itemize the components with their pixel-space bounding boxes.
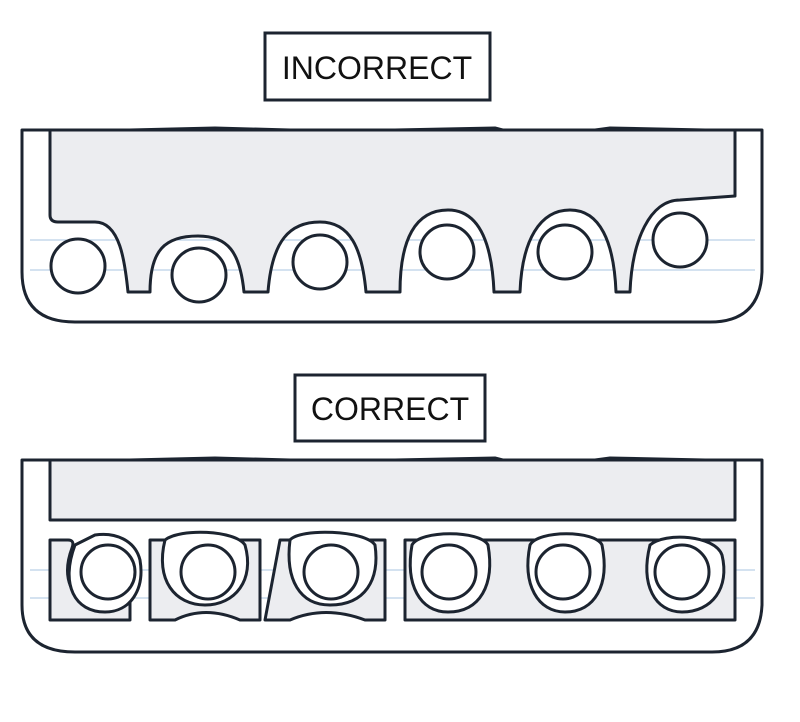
correct-knuckle-6 [653,543,711,601]
incorrect-knuckle-5 [536,223,594,281]
correct-knuckle-5 [534,543,592,601]
incorrect-label-box: INCORRECT [263,31,492,102]
correct-inner-pocket [48,458,737,522]
correct-knuckle-2 [179,543,237,601]
incorrect-knuckle-3 [291,233,349,291]
incorrect-label: INCORRECT [282,50,472,86]
correct-knuckle-4 [420,543,478,601]
correct-label-box: CORRECT [293,373,487,443]
correct-knuckle-circles [79,543,711,601]
incorrect-knuckle-2 [170,246,228,304]
incorrect-knuckle-circles [49,211,709,304]
correct-knuckle-1 [79,543,137,601]
incorrect-knuckle-4 [418,223,476,281]
incorrect-knuckle-6 [651,211,709,269]
incorrect-section [20,126,764,324]
incorrect-inner-pocket [48,128,737,294]
incorrect-knuckle-1 [49,237,107,295]
correct-section [20,456,764,654]
correct-label: CORRECT [311,391,469,427]
correct-knuckle-3 [302,543,360,601]
